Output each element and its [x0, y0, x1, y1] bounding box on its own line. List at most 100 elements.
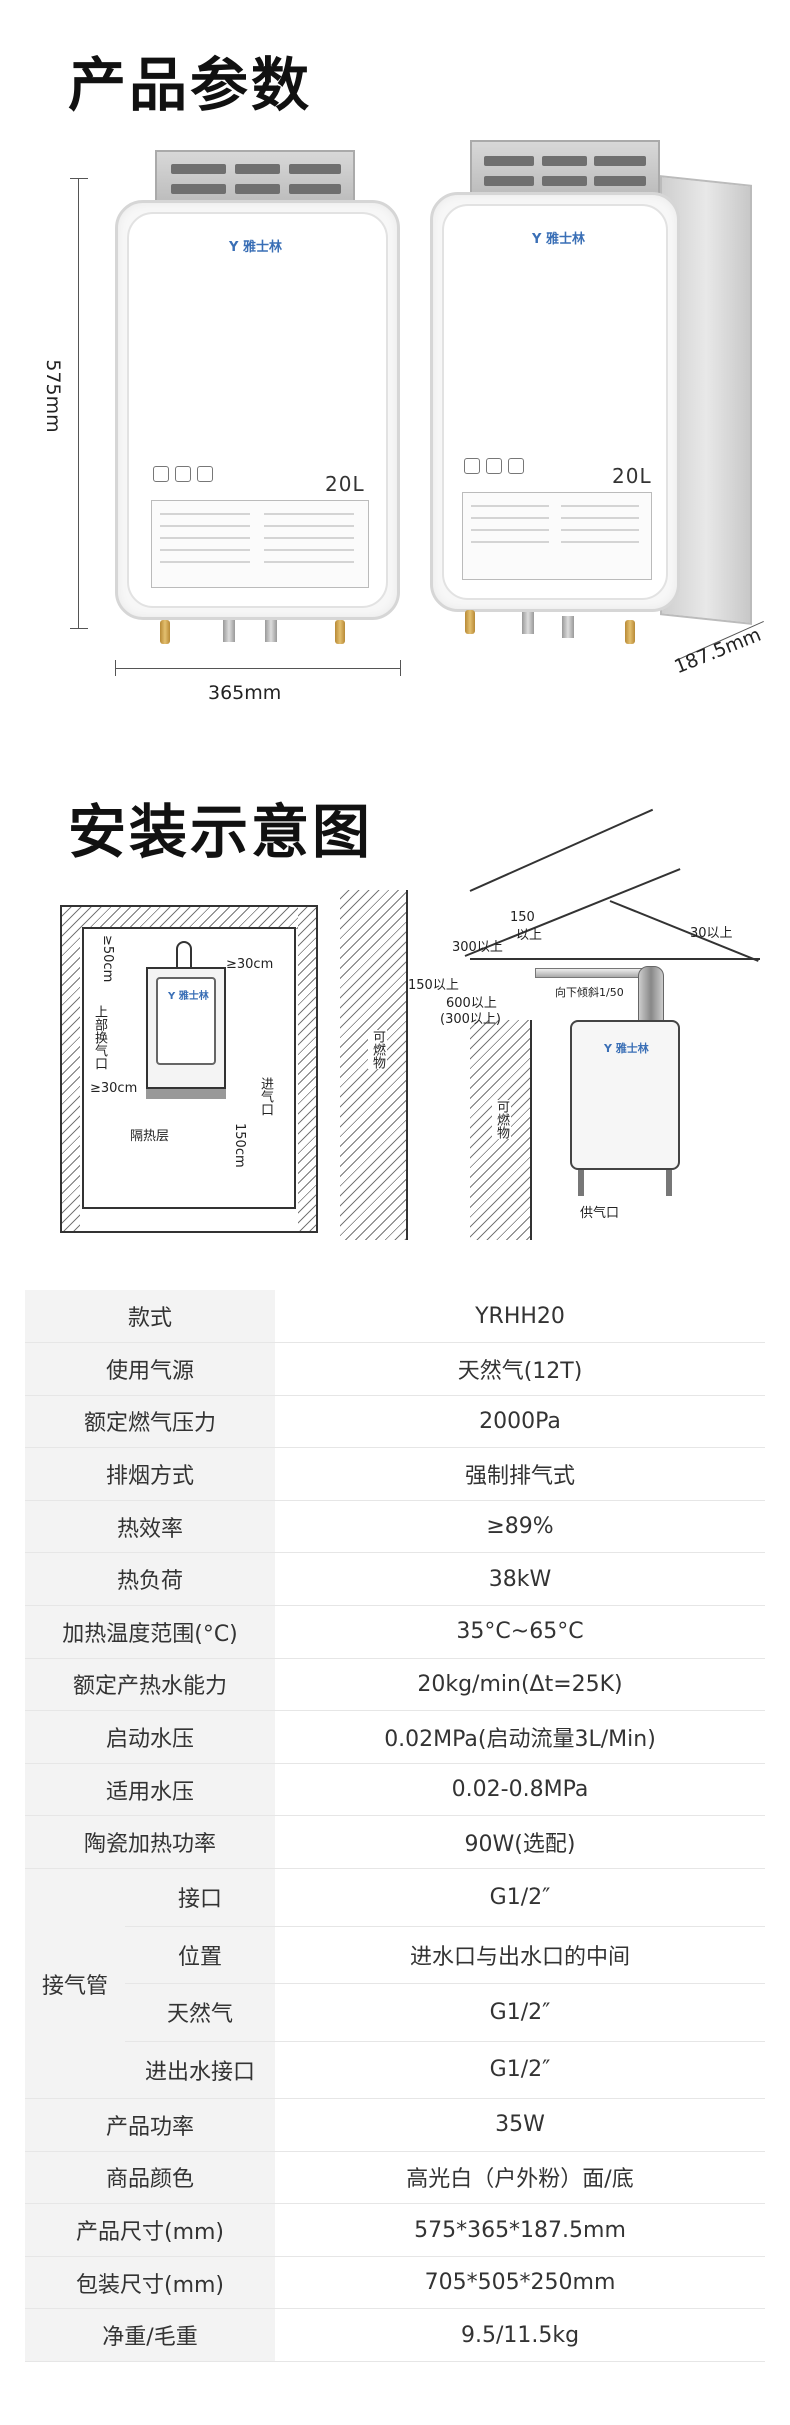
shield-icon-angled: [486, 458, 502, 474]
gas-pipe: [223, 620, 235, 642]
spec-value: 575*365*187.5mm: [275, 2203, 765, 2257]
spec-value: 38kW: [275, 1552, 765, 1607]
flue-pipe-elbow: [638, 966, 664, 1022]
gas-in-label: 供气口: [580, 1206, 620, 1221]
table-row: 产品尺寸(mm)575*365*187.5mm: [25, 2203, 765, 2257]
heater-mounted: Y 雅士林: [570, 1020, 680, 1170]
gas-pipe-angled: [522, 612, 534, 634]
spec-label: 热负荷: [25, 1552, 275, 1607]
spec-value: G1/2″: [275, 1983, 765, 2042]
water-inlet-pipe-angled: [465, 610, 475, 634]
water-inlet-pipe: [160, 620, 170, 644]
d30-label: 30以上: [690, 926, 733, 941]
spec-label: 产品尺寸(mm): [25, 2203, 275, 2257]
heater-pipes: [578, 1170, 672, 1196]
right-clearance-label: ≥30cm: [226, 957, 274, 972]
spec-label: 产品功率: [25, 2098, 275, 2152]
spec-sub-label: 进出水接口: [125, 2041, 275, 2100]
spec-value: 天然气(12T): [275, 1342, 765, 1396]
shield-icon: [175, 466, 191, 482]
spec-label: 陶瓷加热功率: [25, 1815, 275, 1870]
spec-sub-label: 接口: [125, 1868, 275, 1927]
capacity-label: 20L: [325, 472, 365, 496]
spec-value: 高光白（户外粉）面/底: [275, 2151, 765, 2205]
table-row: 使用气源天然气(12T): [25, 1342, 765, 1396]
table-row: 商品颜色高光白（户外粉）面/底: [25, 2151, 765, 2205]
heater-in-cabinet: Y 雅士林: [156, 977, 216, 1065]
capacity-label-angled: 20L: [612, 464, 652, 488]
d300-label: 300以上: [452, 940, 503, 955]
temperature-icon-angled: [508, 458, 524, 474]
left-clearance-label: ≥30cm: [90, 1081, 138, 1096]
safety-icon-angled: [464, 458, 480, 474]
temperature-icon: [197, 466, 213, 482]
d600-sub-label: (300以上): [440, 1012, 501, 1027]
top-clearance-label: ≥50cm: [100, 935, 115, 983]
gas-pipe-angled-2: [562, 616, 574, 638]
brand-logo-mounted: Y 雅士林: [604, 1042, 649, 1055]
spec-value: 强制排气式: [275, 1447, 765, 1501]
table-row: 加热温度范围(°C)35°C~65°C: [25, 1605, 765, 1659]
gas-pipe-2: [265, 620, 277, 642]
d150-left-label: 150以上: [408, 978, 459, 993]
spec-value: ≥89%: [275, 1500, 765, 1554]
heater-front-panel: Y 雅士林 20L: [127, 212, 388, 608]
combustible-left-label: 可燃物: [368, 1030, 387, 1069]
height-dim-tick-bottom: [70, 628, 88, 629]
spec-group-label: 接气管: [25, 1868, 125, 2100]
spec-value: 20kg/min(Δt=25K): [275, 1658, 765, 1712]
top-vent-angled: [470, 140, 660, 202]
spec-value: G1/2″: [275, 1868, 765, 1927]
bottom-clearance-label: 150cm: [232, 1123, 247, 1168]
spec-value: 35°C~65°C: [275, 1605, 765, 1659]
safety-icon: [153, 466, 169, 482]
width-dim-tick-left: [115, 660, 116, 676]
spec-label: 额定产热水能力: [25, 1658, 275, 1712]
table-row: 位置进水口与出水口的中间: [25, 1926, 765, 1985]
instruction-label-angled: [462, 492, 652, 580]
install-diagram-left: Y 雅士林 ≥50cm ≥30cm 上部换气口 ≥30cm 进气口 150cm …: [60, 905, 320, 1235]
height-dimension-label: 575mm: [42, 359, 64, 433]
table-row: 包装尺寸(mm)705*505*250mm: [25, 2256, 765, 2310]
d600-label: 600以上: [446, 996, 497, 1011]
vent-in-label: 进气口: [258, 1077, 273, 1116]
spec-value: 0.02-0.8MPa: [275, 1763, 765, 1817]
spec-label: 使用气源: [25, 1342, 275, 1396]
insulation-layer: [146, 1089, 226, 1099]
spec-label: 适用水压: [25, 1763, 275, 1817]
product-params-title: 产品参数: [68, 51, 313, 119]
spec-label: 热效率: [25, 1500, 275, 1554]
spec-label: 净重/毛重: [25, 2308, 275, 2362]
install-diagram-right: 可燃物 可燃物 Y 雅士林 150 以上 300以上 30以上 150以上 60…: [340, 808, 760, 1240]
heater-front-view: Y 雅士林 20L: [115, 150, 400, 650]
spec-value: 90W(选配): [275, 1815, 765, 1870]
vent-top-label: 上部换气口: [92, 1005, 107, 1070]
spec-label: 排烟方式: [25, 1447, 275, 1501]
spec-value: 2000Pa: [275, 1395, 765, 1449]
table-row: 热效率≥89%: [25, 1500, 765, 1554]
brand-logo-small: Y 雅士林: [168, 991, 209, 1002]
spec-sub-label: 位置: [125, 1926, 275, 1985]
wall-hatch-right: [298, 907, 316, 1231]
d150-top-label: 150: [510, 910, 535, 925]
width-dimension-label: 365mm: [208, 682, 282, 704]
insulation-label: 隔热层: [130, 1129, 170, 1144]
instruction-label: [151, 500, 369, 588]
combustible-right-label: 可燃物: [492, 1100, 511, 1139]
spec-value: YRHH20: [275, 1290, 765, 1344]
flue-pipe: [535, 968, 645, 978]
spec-label: 包装尺寸(mm): [25, 2256, 275, 2310]
roof-line-right: [609, 900, 759, 962]
water-outlet-pipe: [335, 620, 345, 644]
spec-label: 启动水压: [25, 1710, 275, 1764]
